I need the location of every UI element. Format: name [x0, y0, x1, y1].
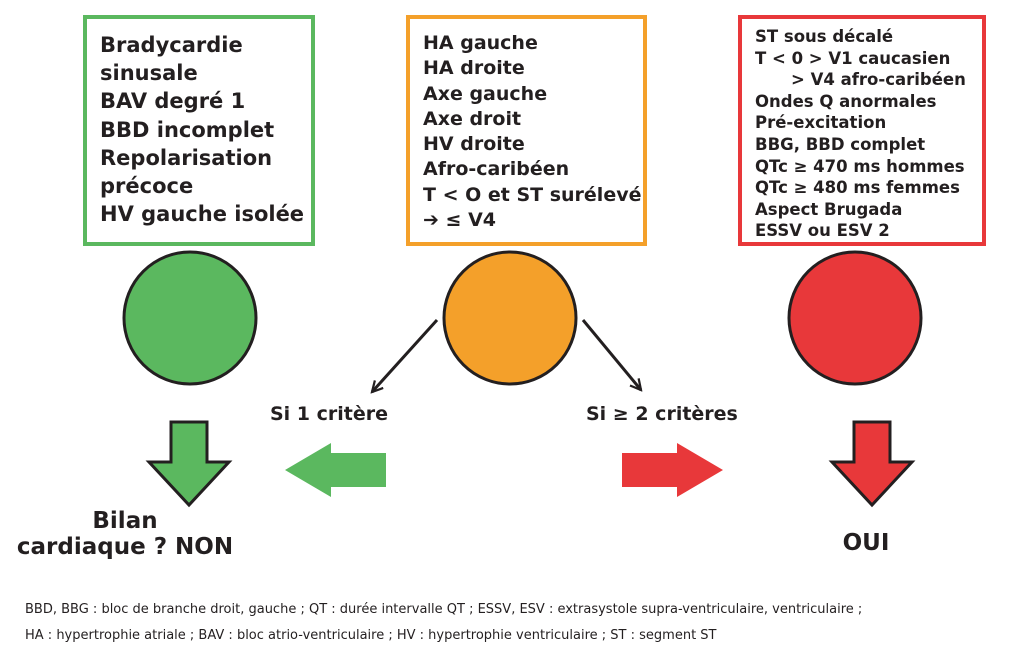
branch-label-two-criteria: Si ≥ 2 critères: [586, 403, 738, 425]
red-criteria-box: ST sous décalé T < 0 > V1 caucasien > V4…: [738, 15, 986, 246]
orange-criteria-item: Axe gauche: [423, 82, 548, 105]
red-criteria-item: T < 0 > V1 caucasien: [755, 48, 951, 68]
green-criteria-item: BAV degré 1: [100, 89, 246, 114]
footnote-abbreviations-2: HA : hypertrophie atriale ; BAV : bloc a…: [25, 628, 717, 643]
red-criteria-item: QTc ≥ 480 ms femmes: [755, 178, 960, 198]
red-criteria-item: > V4 afro-caribéen: [791, 70, 966, 90]
orange-circle: [442, 250, 578, 386]
green-circle: [122, 250, 258, 386]
branch-arrow-right: [581, 319, 641, 390]
green-criteria-item: Bradycardie: [100, 33, 243, 57]
red-right-arrow: [622, 443, 723, 497]
branch-label-one-criterion: Si 1 critère: [270, 403, 389, 425]
orange-criteria-item: T < O et ST surélevé: [423, 183, 642, 206]
orange-criteria-item: ➔ ≤ V4: [423, 209, 496, 232]
orange-criteria-item: HA gauche: [423, 32, 538, 54]
red-criteria-item: Aspect Brugada: [755, 199, 903, 219]
green-left-arrow: [285, 443, 386, 497]
green-criteria-item: BBD incomplet: [100, 117, 275, 142]
red-criteria-item: QTc ≥ 470 ms hommes: [755, 156, 965, 176]
branch-arrow-left: [372, 318, 439, 392]
orange-criteria-item: Afro-caribéen: [423, 158, 570, 181]
green-criteria-item: sinusale: [100, 61, 198, 86]
orange-criteria-item: HV droite: [423, 133, 525, 156]
green-criteria-item: Repolarisation: [100, 145, 273, 170]
orange-criteria-item: Axe droit: [423, 107, 522, 130]
outcome-oui: OUI: [842, 530, 890, 556]
outcome-non: Bilan cardiaque ? NON: [10, 508, 240, 560]
red-criteria-item: Pré-excitation: [755, 113, 887, 133]
red-circle: [787, 250, 923, 386]
red-criteria-item: Ondes Q anormales: [755, 91, 937, 111]
red-down-arrow: [828, 420, 916, 508]
orange-criteria-item: HA droite: [423, 57, 525, 80]
footnote-abbreviations-1: BBD, BBG : bloc de branche droit, gauche…: [25, 602, 863, 617]
green-criteria-item: HV gauche isolée: [100, 202, 305, 227]
outcome-non-line2: cardiaque ? NON: [16, 534, 234, 560]
orange-criteria-box: HA gauche HA droite Axe gauche Axe droit…: [406, 15, 647, 246]
red-criteria-item: BBG, BBD complet: [755, 134, 926, 154]
red-criteria-item: ESSV ou ESV 2: [755, 221, 890, 241]
green-down-arrow: [145, 420, 233, 508]
red-criteria-item: ST sous décalé: [755, 27, 894, 46]
green-criteria-box: Bradycardie sinusale BAV degré 1 BBD inc…: [83, 15, 315, 246]
green-criteria-item: précoce: [100, 174, 194, 199]
outcome-non-line1: Bilan: [92, 508, 158, 534]
